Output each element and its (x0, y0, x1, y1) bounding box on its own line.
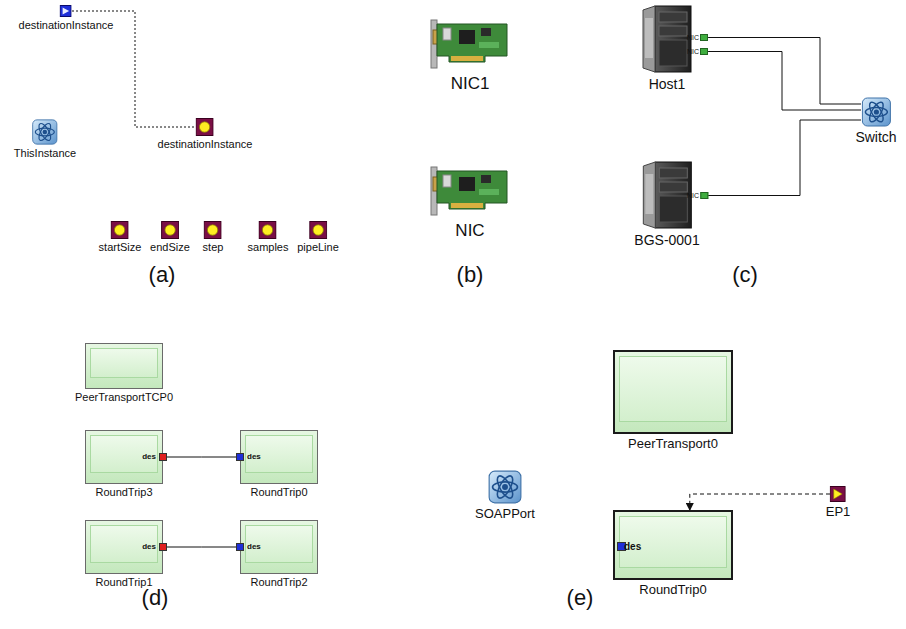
component-frame: des (85, 430, 163, 484)
icon-node: Switch (855, 97, 896, 145)
icon-node: startSize (99, 221, 142, 253)
component-frame: des (240, 520, 318, 574)
port-icon (60, 5, 72, 17)
component-box: desRoundTrip0 (613, 510, 733, 597)
node-label: samples (248, 241, 289, 253)
connector (708, 52, 861, 111)
panel-caption: (b) (457, 262, 484, 288)
component-name: PeerTransport0 (628, 436, 718, 451)
icon-node: NIC (429, 163, 511, 241)
component-frame (85, 343, 163, 389)
icon-node: step (203, 221, 224, 253)
icon-node: NICNIC Host1 (641, 4, 693, 92)
component-box: desRoundTrip2 (240, 520, 318, 588)
port-label: des (624, 541, 641, 552)
pv-icon (204, 221, 222, 239)
nic-icon (429, 16, 511, 72)
connector (167, 457, 236, 458)
node-label: SOAPPort (475, 506, 535, 521)
des-port (159, 453, 167, 461)
atom26-icon (32, 119, 58, 145)
port-square (700, 34, 708, 41)
component-box: desRoundTrip1 (85, 520, 163, 588)
port-square (700, 48, 708, 55)
node-label: step (203, 241, 224, 253)
node-label: ThisInstance (14, 147, 76, 159)
icon-node: EP1 (826, 486, 851, 519)
node-label: NIC (455, 221, 484, 241)
icon-node: endSize (150, 221, 190, 253)
node-label: EP1 (826, 504, 851, 519)
component-box: PeerTransport0 (613, 350, 733, 451)
component-frame (613, 350, 733, 434)
nic-port: NIC (687, 192, 708, 199)
panel-caption: (d) (142, 585, 169, 611)
component-frame: des (85, 520, 163, 574)
node-label: destinationInstance (19, 19, 114, 31)
component-box: desRoundTrip0 (240, 430, 318, 498)
ep-icon (830, 486, 846, 502)
node-label: BGS-0001 (634, 232, 699, 248)
icon-node: NIC BGS-0001 (634, 160, 699, 248)
connector (708, 38, 861, 105)
component-name: RoundTrip0 (250, 486, 307, 498)
pv-icon (111, 221, 129, 239)
server-icon: NICNIC (641, 4, 693, 74)
component-box: desRoundTrip3 (85, 430, 163, 498)
component-name: RoundTrip3 (95, 486, 152, 498)
component-name: RoundTrip2 (250, 576, 307, 588)
component-panel (90, 348, 158, 378)
icon-node: ThisInstance (14, 119, 76, 159)
port-label: des (247, 452, 261, 461)
atom34-icon (488, 470, 522, 504)
component-name: RoundTrip0 (639, 582, 706, 597)
nic-port: NIC (687, 34, 708, 41)
server-icon: NIC (641, 160, 693, 230)
icon-node: NIC1 (429, 16, 511, 94)
icon-node: destinationInstance (158, 118, 253, 150)
nic-icon (429, 163, 511, 219)
component-name: PeerTransportTCP0 (75, 391, 173, 403)
port-label: NIC (687, 34, 699, 41)
icon-node: pipeLine (297, 221, 339, 253)
panel-caption: (c) (732, 262, 758, 288)
icon-node: destinationInstance (19, 5, 114, 31)
component-frame: des (240, 430, 318, 484)
port-square (700, 192, 708, 199)
pv-icon (196, 118, 214, 136)
port-label: NIC (687, 48, 699, 55)
component-box: PeerTransportTCP0 (85, 343, 163, 403)
connector (167, 547, 236, 548)
node-label: startSize (99, 241, 142, 253)
port-label: des (142, 452, 156, 461)
node-label: Switch (855, 129, 896, 145)
port-label: des (142, 542, 156, 551)
connector (690, 494, 830, 510)
component-panel (619, 356, 727, 422)
pv-icon (309, 221, 327, 239)
des-port (236, 453, 244, 461)
des-port (159, 543, 167, 551)
node-label: pipeLine (297, 241, 339, 253)
pv-icon (161, 221, 179, 239)
pv-icon (259, 221, 277, 239)
port-label: NIC (687, 192, 699, 199)
icon-node: SOAPPort (475, 470, 535, 521)
atom30-icon (861, 97, 891, 127)
port-label: des (247, 542, 261, 551)
node-label: NIC1 (451, 74, 490, 94)
des-port (236, 543, 244, 551)
node-label: Host1 (649, 76, 686, 92)
panel-caption: (a) (149, 262, 176, 288)
panel-caption: (e) (567, 585, 594, 611)
node-label: destinationInstance (158, 138, 253, 150)
icon-node: samples (248, 221, 289, 253)
component-frame: des (613, 510, 733, 580)
node-label: endSize (150, 241, 190, 253)
nic-port: NIC (687, 48, 708, 55)
connector (708, 120, 861, 196)
